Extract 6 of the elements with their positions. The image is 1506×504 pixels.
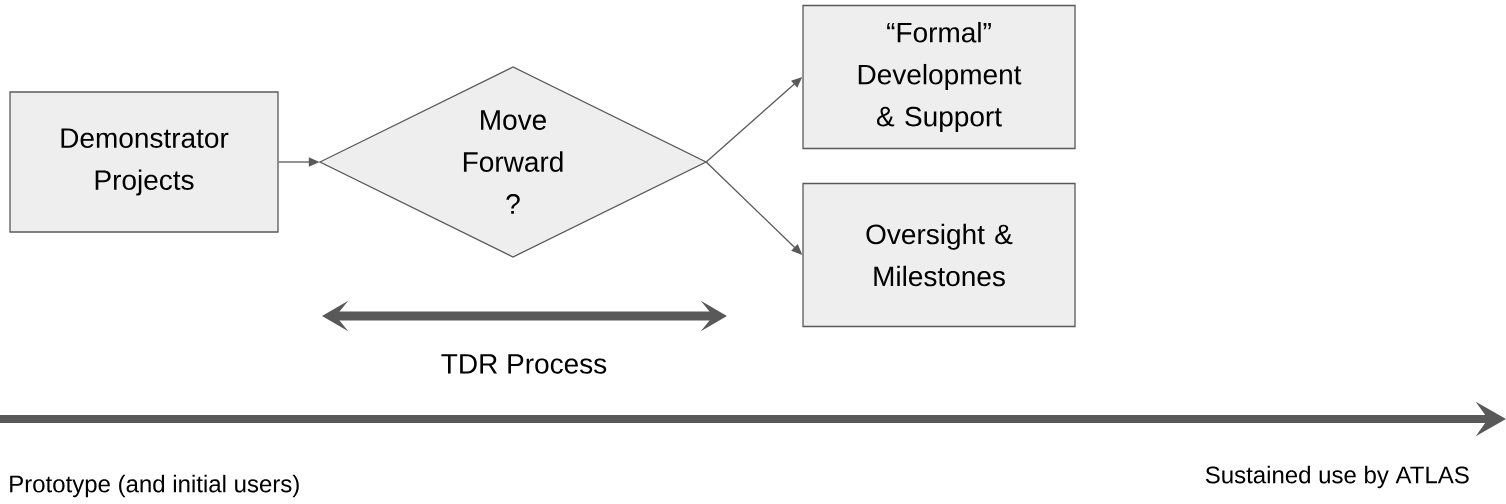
caption-text: Sustained use by ATLAS bbox=[1205, 465, 1469, 489]
process-box: Demonstrator Projects bbox=[9, 91, 279, 233]
process-box: Oversight & Milestones bbox=[802, 182, 1076, 328]
caption-text: TDR Process bbox=[441, 354, 607, 374]
caption-text: Prototype (and initial users) bbox=[10, 474, 299, 498]
process-box: “Formal” Development & Support bbox=[802, 4, 1076, 150]
